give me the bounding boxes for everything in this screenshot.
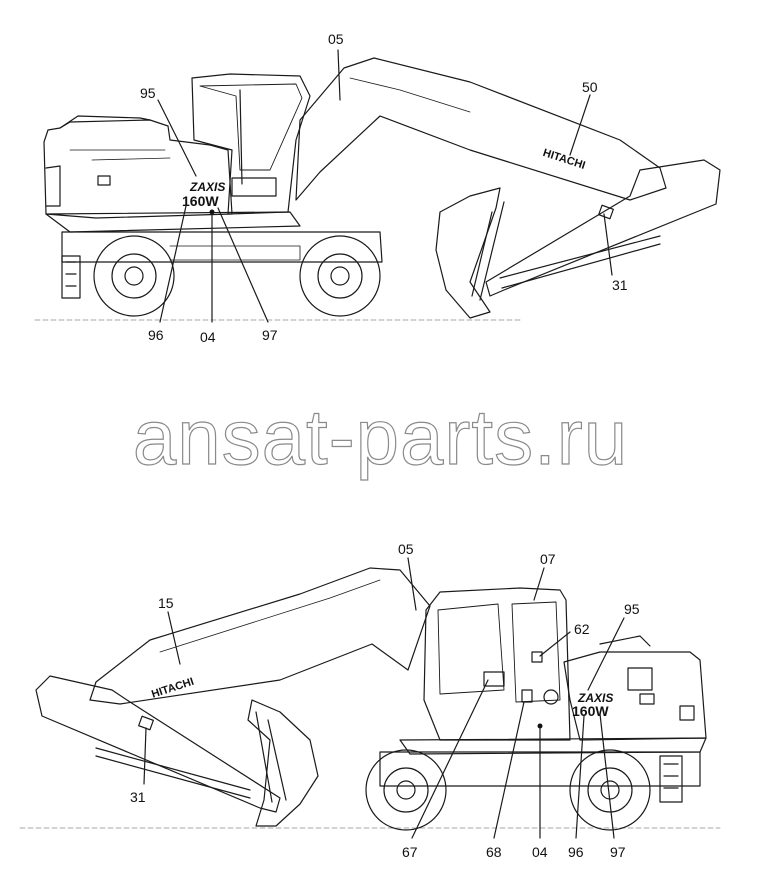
callout-97-top: 97 bbox=[262, 327, 278, 343]
model-decal-bottom-line1: ZAXIS bbox=[577, 691, 613, 705]
model-decal-top-line1: ZAXIS bbox=[189, 180, 225, 194]
brand-decal-top: HITACHI bbox=[541, 147, 586, 172]
callout-96-bottom: 96 bbox=[568, 844, 584, 860]
callout-68-bottom: 68 bbox=[486, 844, 502, 860]
callout-95-top: 95 bbox=[140, 85, 156, 101]
brand-decal-bottom: HITACHI bbox=[150, 676, 195, 701]
callout-50-top: 50 bbox=[582, 79, 598, 95]
callout-04-top: 04 bbox=[200, 329, 216, 345]
model-decal-bottom-line2: 160W bbox=[572, 703, 609, 719]
callout-07-bottom: 07 bbox=[540, 551, 556, 567]
excavator-side-view-bottom: ZAXIS 160W HITACHI bbox=[19, 557, 721, 839]
callout-05-bottom: 05 bbox=[398, 541, 414, 557]
callout-95-bottom: 95 bbox=[624, 601, 640, 617]
callout-05-top: 05 bbox=[328, 31, 344, 47]
watermark-text: ansat-parts.ru bbox=[132, 392, 629, 481]
callout-04-bottom: 04 bbox=[532, 844, 548, 860]
callout-15-bottom: 15 bbox=[158, 595, 174, 611]
callout-31-bottom: 31 bbox=[130, 789, 146, 805]
excavator-side-view-top: ZAXIS 160W HITACHI bbox=[34, 49, 721, 323]
model-decal-top-line2: 160W bbox=[182, 193, 219, 209]
callout-96-top: 96 bbox=[148, 327, 164, 343]
callout-67-bottom: 67 bbox=[402, 844, 418, 860]
callout-62-bottom: 62 bbox=[574, 621, 590, 637]
callout-97-bottom: 97 bbox=[610, 844, 626, 860]
callout-31-top: 31 bbox=[612, 277, 628, 293]
